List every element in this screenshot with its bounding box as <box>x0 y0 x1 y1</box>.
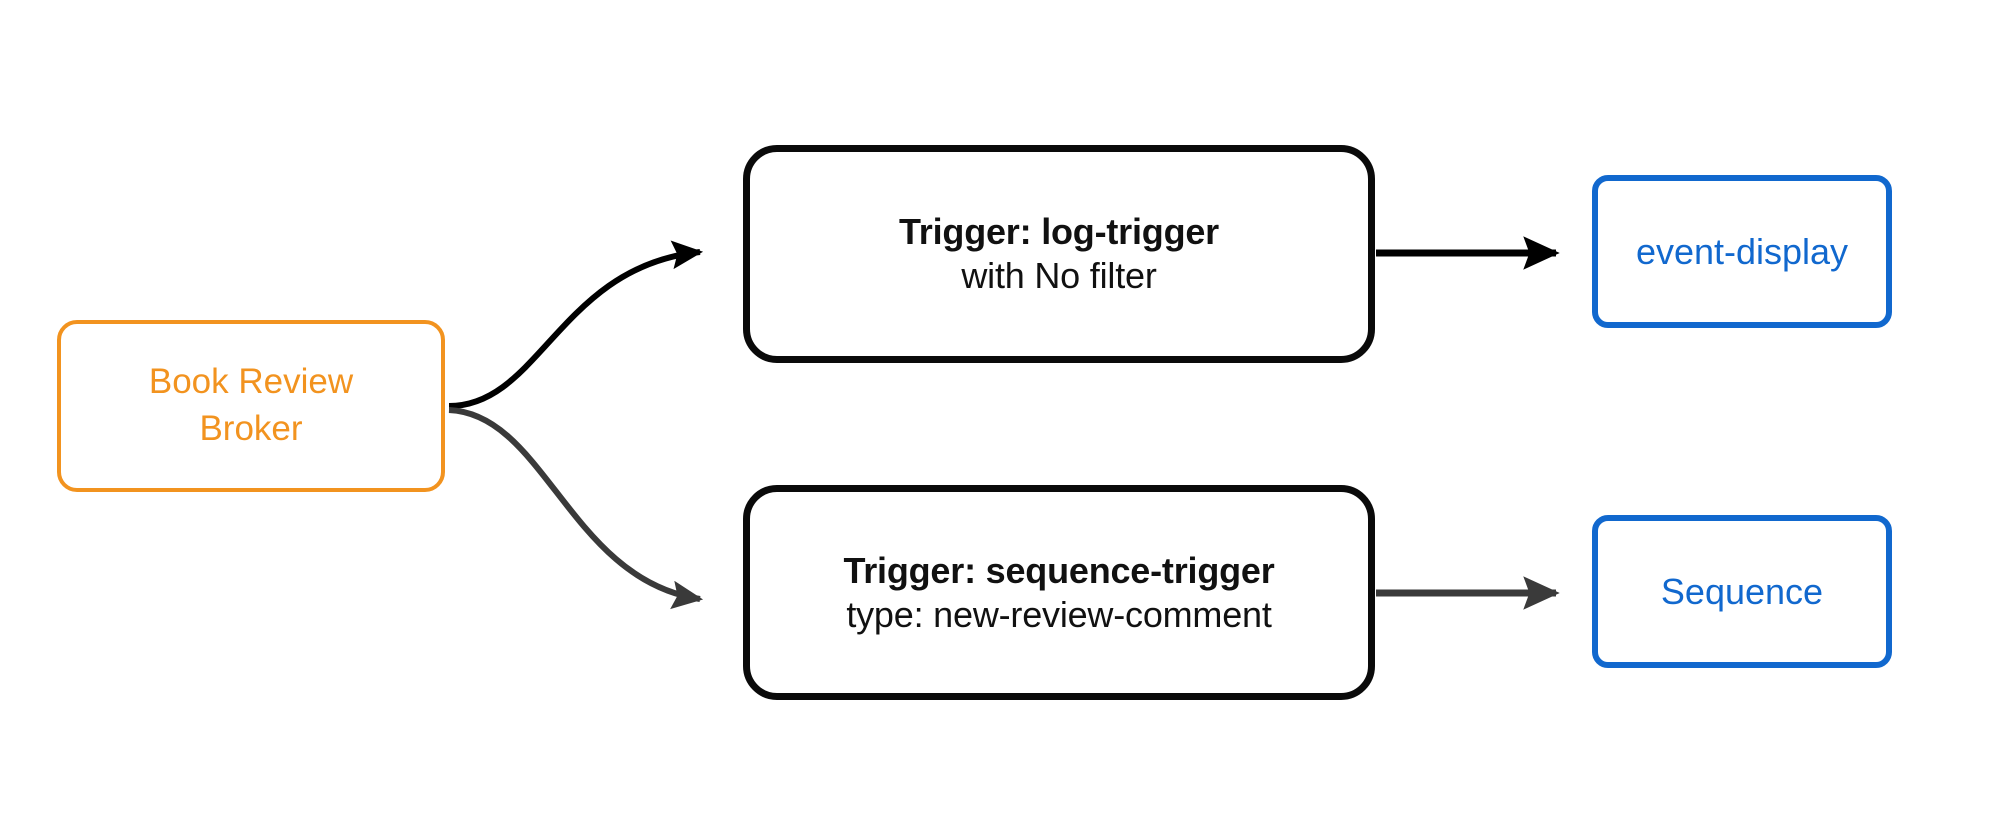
broker-label-line-2: Broker <box>199 409 303 448</box>
node-sequence[interactable]: Sequence <box>1592 515 1892 668</box>
node-log-trigger[interactable]: Trigger: log-trigger with No filter <box>743 145 1375 363</box>
sequence-trigger-type: type: new-review-comment <box>846 593 1272 635</box>
log-trigger-title: Trigger: log-trigger <box>898 211 1219 253</box>
edge-broker-to-log-trigger <box>448 240 704 409</box>
log-trigger-filter: with No filter <box>961 255 1157 296</box>
event-display-label: event-display <box>1635 230 1849 272</box>
sequence-label: Sequence <box>1660 570 1824 612</box>
node-book-review-broker[interactable]: Book Review Broker <box>57 320 445 492</box>
edge-broker-to-sequence-trigger <box>448 407 704 610</box>
broker-label-line-1: Book Review <box>148 362 354 402</box>
node-event-display[interactable]: event-display <box>1592 175 1892 328</box>
node-sequence-trigger[interactable]: Trigger: sequence-trigger type: new-revi… <box>743 485 1375 700</box>
sequence-trigger-title: Trigger: sequence-trigger <box>843 549 1275 591</box>
